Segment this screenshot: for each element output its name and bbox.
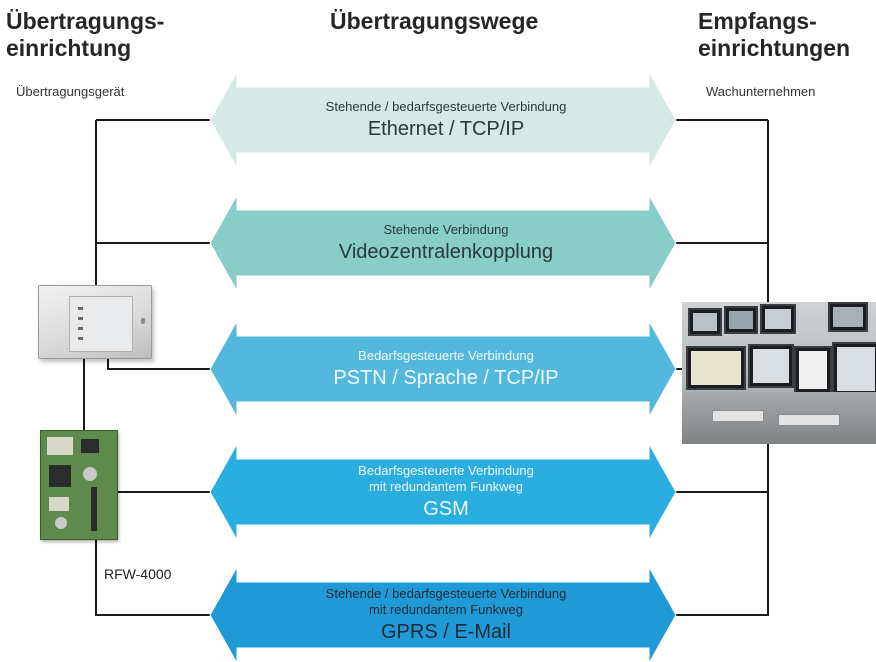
board-chip: [49, 465, 71, 487]
control-monitor: [748, 344, 794, 388]
device-lock: [141, 318, 145, 324]
device-panel: [69, 296, 133, 352]
control-monitor: [794, 346, 832, 394]
device-led: [78, 317, 83, 320]
transmission-path-arrow-1: [209, 70, 677, 170]
monitoring-center-image: [682, 302, 876, 444]
transmission-device-image: [38, 285, 152, 359]
heading-receivers-line-1: Empfangs-: [698, 8, 817, 34]
heading-paths: Übertragungswege: [330, 8, 539, 34]
control-desk: [682, 392, 876, 444]
arrow-4-protocol: GSM: [423, 498, 469, 520]
transmission-path-arrow-2: [209, 193, 677, 293]
sublabel-device: Übertragungsgerät: [16, 84, 125, 99]
right-line-4: [656, 444, 769, 493]
arrow-1-description: Stehende / bedarfsgesteuerte Verbindung: [325, 99, 567, 114]
device-led: [78, 337, 83, 340]
transmission-path-arrow-5: [209, 565, 677, 662]
board-module: [49, 497, 69, 511]
transmission-path-arrow-3: [209, 319, 677, 419]
video-monitor: [724, 306, 758, 334]
left-line-3: [107, 357, 234, 370]
left-line-5: [95, 538, 234, 616]
heading-sender-line-2: einrichtung: [6, 35, 132, 61]
video-monitor: [828, 302, 868, 332]
arrow-3-description: Bedarfsgesteuerte Verbindung: [358, 348, 534, 363]
board-chip: [81, 439, 99, 453]
control-monitor: [832, 342, 876, 396]
keyboard: [712, 410, 764, 422]
right-line-5: [656, 492, 769, 616]
device-led: [78, 327, 83, 330]
arrow-4-description: mit redundantem Funkweg: [369, 479, 523, 494]
connection-lines: [83, 119, 769, 616]
device-label-rfw: RFW-4000: [104, 566, 172, 582]
video-monitor: [760, 304, 796, 334]
heading-sender: Übertragungs- einrichtung: [6, 8, 164, 62]
heading-receivers-line-2: einrichtungen: [698, 35, 851, 61]
board-capacitor: [55, 517, 67, 529]
board-connector: [91, 487, 97, 531]
rfw-4000-board-image: [40, 430, 118, 540]
keyboard: [778, 414, 840, 426]
control-monitor: [686, 346, 746, 390]
arrow-5-description: Stehende / bedarfsgesteuerte Verbindung: [325, 586, 567, 601]
arrow-5-description: mit redundantem Funkweg: [369, 602, 523, 617]
board-module: [47, 437, 73, 455]
arrow-1-protocol: Ethernet / TCP/IP: [367, 118, 525, 140]
video-monitor: [688, 308, 722, 336]
arrow-2-description: Stehende Verbindung: [383, 222, 509, 237]
heading-receivers: Empfangs- einrichtungen: [698, 8, 850, 62]
board-capacitor: [83, 467, 97, 481]
arrow-3-protocol: PSTN / Sprache / TCP/IP: [333, 367, 559, 389]
device-led: [78, 307, 83, 310]
arrow-2-protocol: Videozentralenkopplung: [338, 241, 554, 263]
sublabel-security-company: Wachunternehmen: [706, 84, 816, 99]
arrow-4-description: Bedarfsgesteuerte Verbindung: [358, 463, 534, 478]
arrow-5-protocol: GPRS / E-Mail: [380, 621, 512, 643]
arrow-group: [209, 70, 677, 662]
transmission-path-arrow-4: [209, 442, 677, 542]
heading-sender-line-1: Übertragungs-: [6, 8, 165, 34]
